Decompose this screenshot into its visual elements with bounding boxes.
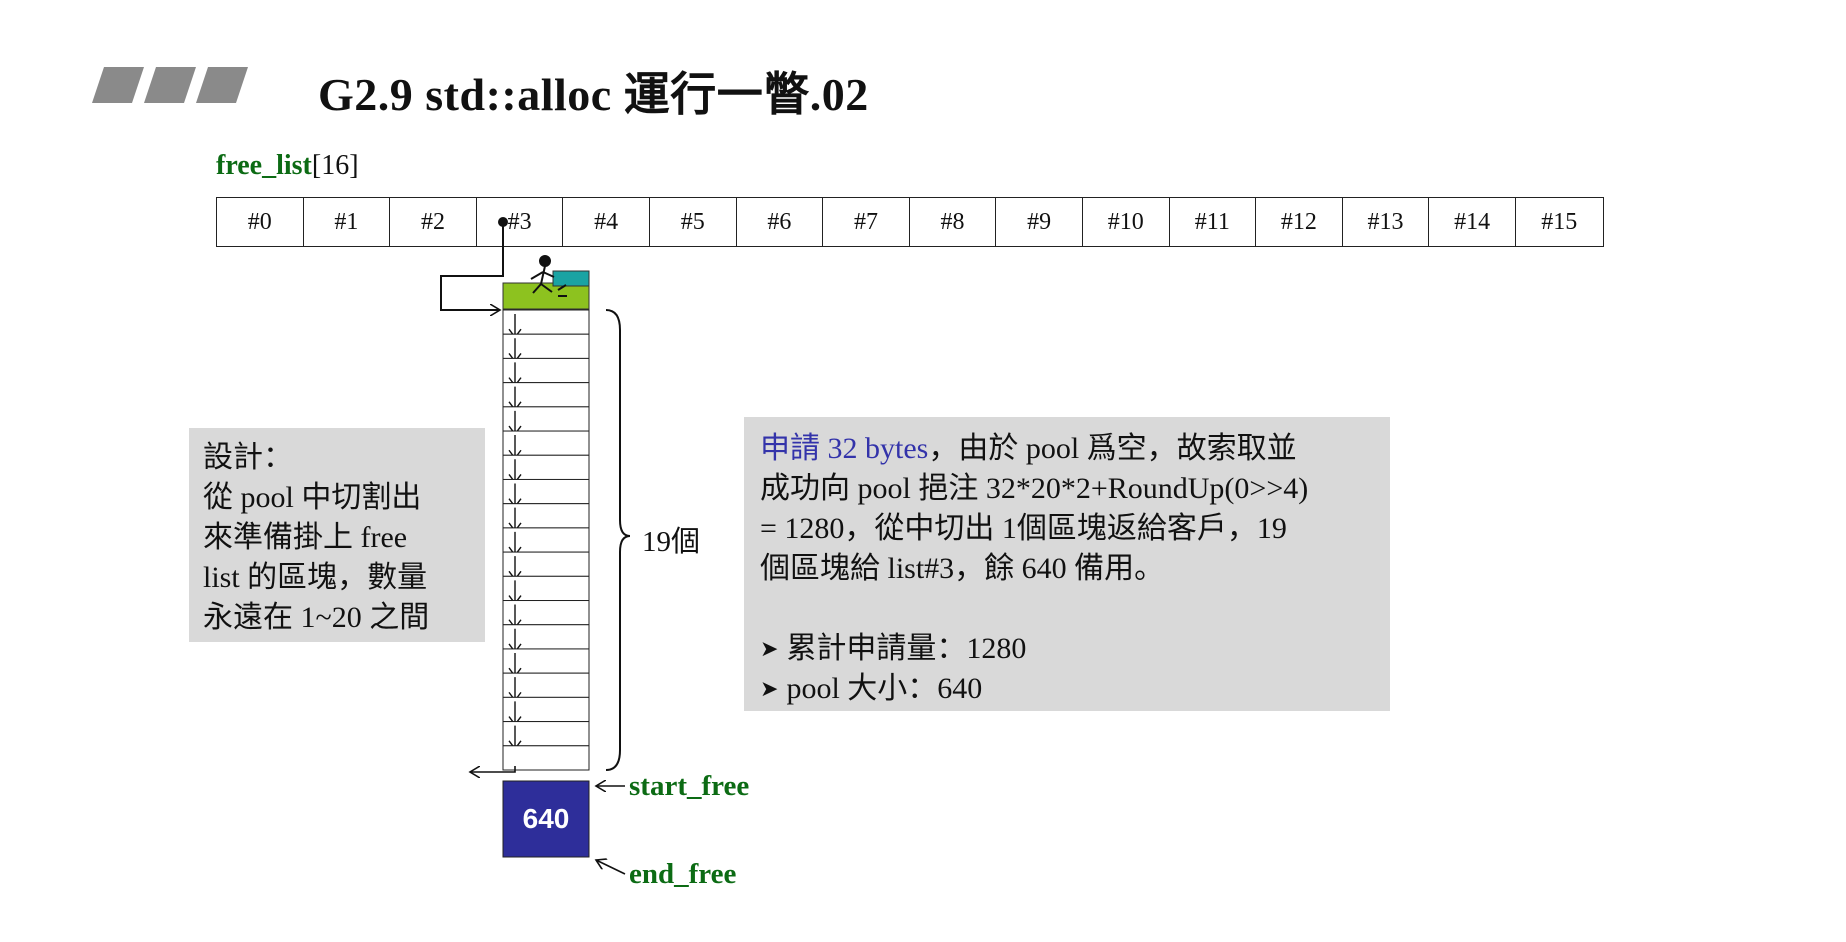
end-free-arrow	[596, 860, 626, 875]
client-figure-icon	[530, 255, 567, 297]
bullet-arrow-icon: ➤	[760, 636, 779, 661]
chain-block	[502, 551, 590, 577]
chain-brace	[605, 309, 631, 771]
info-line-1-rest: ，由於 pool 爲空，故索取並	[928, 432, 1297, 465]
pool-block	[502, 780, 590, 858]
chain-count-label: 19個	[642, 526, 701, 558]
end-free-label: end_free	[629, 858, 737, 890]
chain-block	[502, 721, 590, 747]
free-list-cell: #5	[650, 198, 737, 246]
free-list-cell: #13	[1343, 198, 1430, 246]
design-note-line: list 的區塊，數量	[203, 561, 428, 594]
free-list-cell: #3	[477, 198, 564, 246]
free-list-cell: #6	[737, 198, 824, 246]
chain-block	[502, 624, 590, 650]
design-note-line: 從 pool 中切割出	[203, 481, 422, 514]
chain-block	[502, 333, 590, 359]
free-list-cell: #15	[1541, 208, 1578, 235]
free-list-cell: #1	[304, 198, 391, 246]
info-note-box: 申請 32 bytes，由於 pool 爲空，故索取並 成功向 pool 挹注 …	[744, 417, 1390, 711]
chain-block	[502, 672, 590, 698]
chain-block	[502, 648, 590, 674]
free-list-cell: #10	[1083, 198, 1170, 246]
stat-text: pool 大小：640	[786, 672, 983, 705]
design-note-line: 來準備掛上 free	[203, 521, 408, 554]
chain-block	[502, 575, 590, 602]
stat-total-requested: ➤ 累計申請量：1280	[760, 629, 1374, 669]
free-list-cell: #4	[563, 198, 650, 246]
left-outgoing-arrow	[470, 766, 516, 772]
stat-text: 累計申請量：1280	[786, 632, 1027, 665]
free-list-cell: #0	[217, 198, 304, 246]
free-list-array: #0 #1 #2 #3 #4 #5 #6 #7 #8 #9 #10 #11 #1…	[216, 197, 1604, 247]
chain-block	[502, 527, 590, 553]
free-list-cell: #12	[1256, 198, 1343, 246]
chain-block	[502, 600, 590, 626]
free-list-size: [16]	[311, 150, 359, 181]
list3-pointer-arrow	[440, 222, 504, 310]
chain-block	[502, 696, 590, 723]
free-list-cell: #11	[1170, 198, 1257, 246]
free-list-cell: #14	[1429, 198, 1516, 246]
design-note-line: 設計：	[203, 441, 293, 474]
pool-size-label: 640	[522, 803, 570, 834]
request-highlight: 申請 32 bytes	[760, 432, 929, 465]
title-decoration	[92, 67, 248, 103]
design-note-line: 永遠在 1~20 之間	[203, 601, 430, 634]
chain-blocks	[502, 309, 590, 771]
info-line-3: = 1280，從中切出 1個區塊返給客戶，19	[760, 512, 1287, 545]
chain-block	[502, 309, 590, 335]
free-list-name: free_list	[216, 150, 312, 181]
chain-block	[502, 454, 590, 480]
chain-block	[502, 430, 590, 456]
start-free-label: start_free	[629, 770, 750, 802]
page-title: G2.9 std::alloc 運行一瞥.02	[318, 69, 869, 120]
chain-block	[502, 382, 590, 408]
chain-block	[502, 357, 590, 384]
stat-pool-size: ➤ pool 大小：640	[760, 669, 1374, 709]
info-line-4: 個區塊給 list#3，餘 640 備用。	[760, 552, 1165, 585]
free-list-cell: #9	[996, 198, 1083, 246]
chain-block	[502, 503, 590, 529]
chain-block	[502, 406, 590, 432]
chain-block	[502, 745, 590, 771]
free-list-cell: #2	[390, 198, 477, 246]
free-list-cell: #7	[823, 198, 910, 246]
design-note-box: 設計： 從 pool 中切割出 來準備掛上 free list 的區塊，數量 永…	[189, 428, 485, 642]
client-box	[552, 270, 590, 287]
bullet-arrow-icon: ➤	[760, 676, 779, 701]
chain-block	[502, 478, 590, 505]
free-list-label: free_list[16]	[216, 150, 359, 182]
info-line-1: 申請 32 bytes，由於 pool 爲空，故索取並	[760, 429, 1374, 469]
info-line-2: 成功向 pool 挹注 32*20*2+RoundUp(0>>4)	[760, 472, 1309, 505]
free-list-cell: #8	[910, 198, 997, 246]
